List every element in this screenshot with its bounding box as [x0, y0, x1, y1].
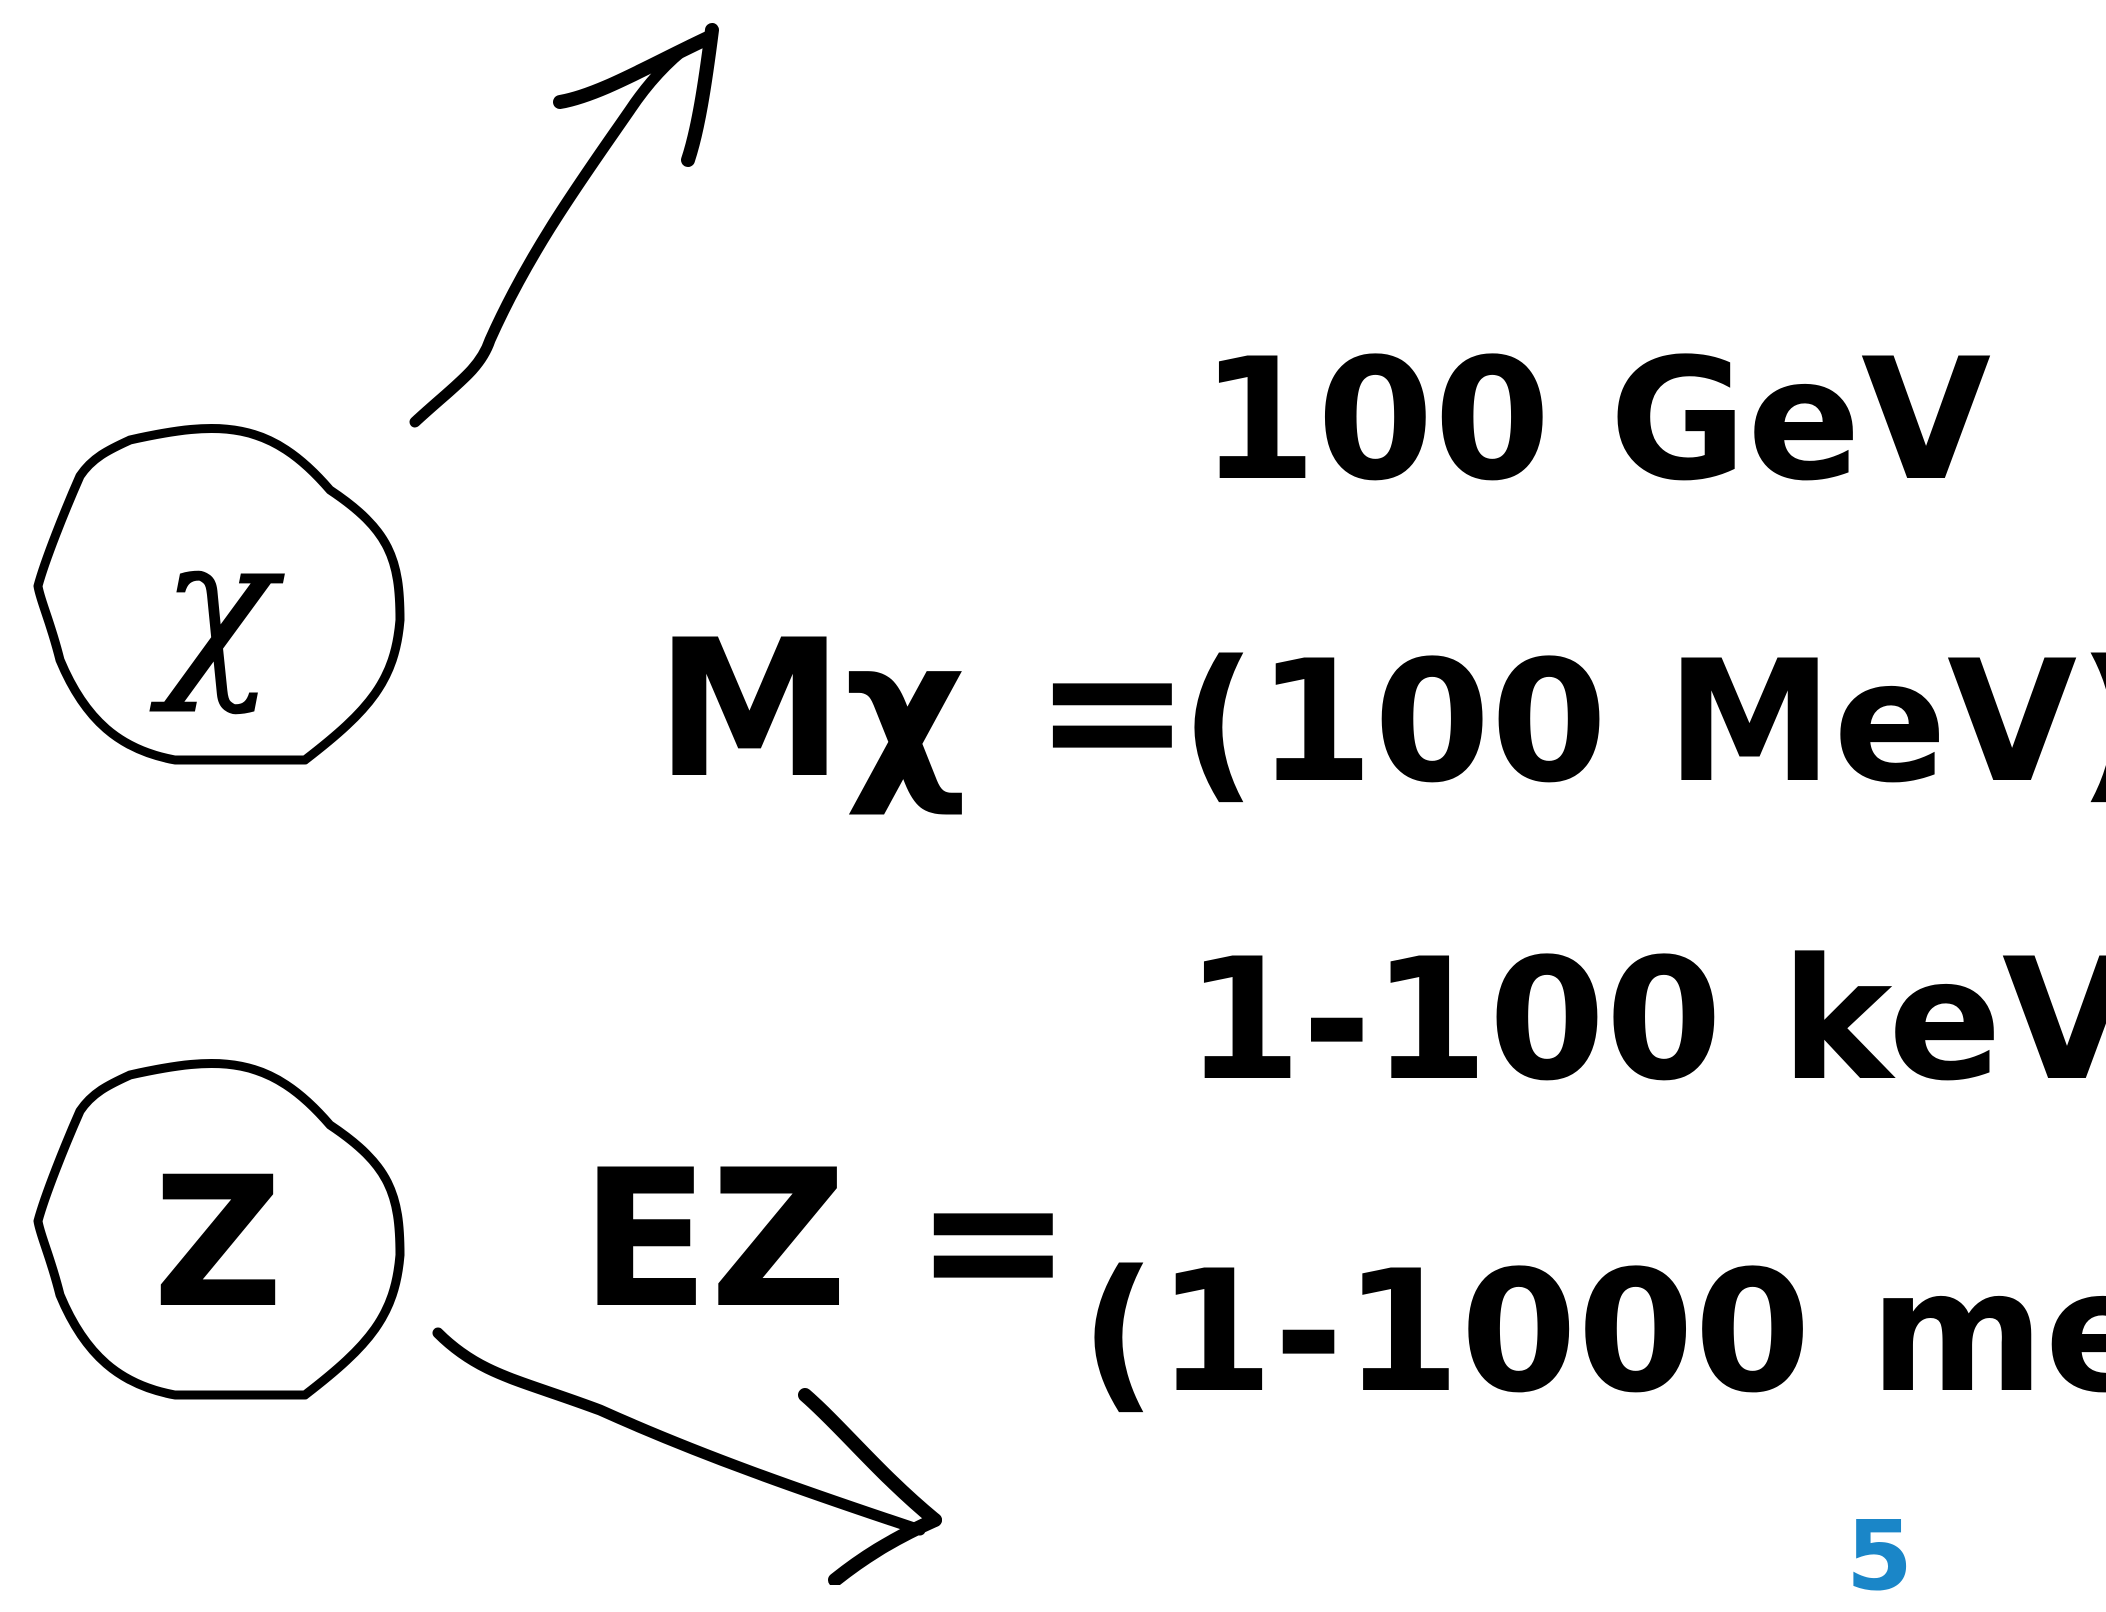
mass-label: Mχ =	[655, 599, 1192, 820]
energy-value-primary: 1-100 keV	[1185, 922, 2106, 1118]
particle-chi-circle	[33, 424, 405, 765]
energy-value-alternative: (1-1000 meV)	[1080, 1234, 2106, 1430]
particle-z-circle	[33, 1059, 405, 1400]
z-arrowhead-lower	[828, 1513, 942, 1585]
z-outgoing-arrow	[432, 1327, 926, 1536]
z-arrowhead-upper	[798, 1388, 942, 1527]
particle-z-symbol: Z	[153, 1139, 284, 1348]
chi-outgoing-arrow	[409, 39, 696, 428]
mass-equation: Mχ = 100 GeV (100 MeV)	[655, 322, 2106, 820]
particle-chi: χ	[33, 23, 719, 765]
page-number: 5	[1846, 1500, 1913, 1612]
particle-z: Z	[33, 1059, 942, 1585]
particle-chi-symbol: χ	[148, 496, 285, 717]
chi-arrowhead-top	[553, 30, 717, 109]
energy-label: EZ =	[580, 1129, 1073, 1350]
mass-value-alternative: (100 MeV)	[1180, 624, 2106, 820]
mass-value-primary: 100 GeV	[1200, 322, 1991, 518]
chi-arrowhead-side	[681, 23, 719, 167]
energy-equation: EZ = 1-100 keV (1-1000 meV)	[580, 922, 2106, 1430]
